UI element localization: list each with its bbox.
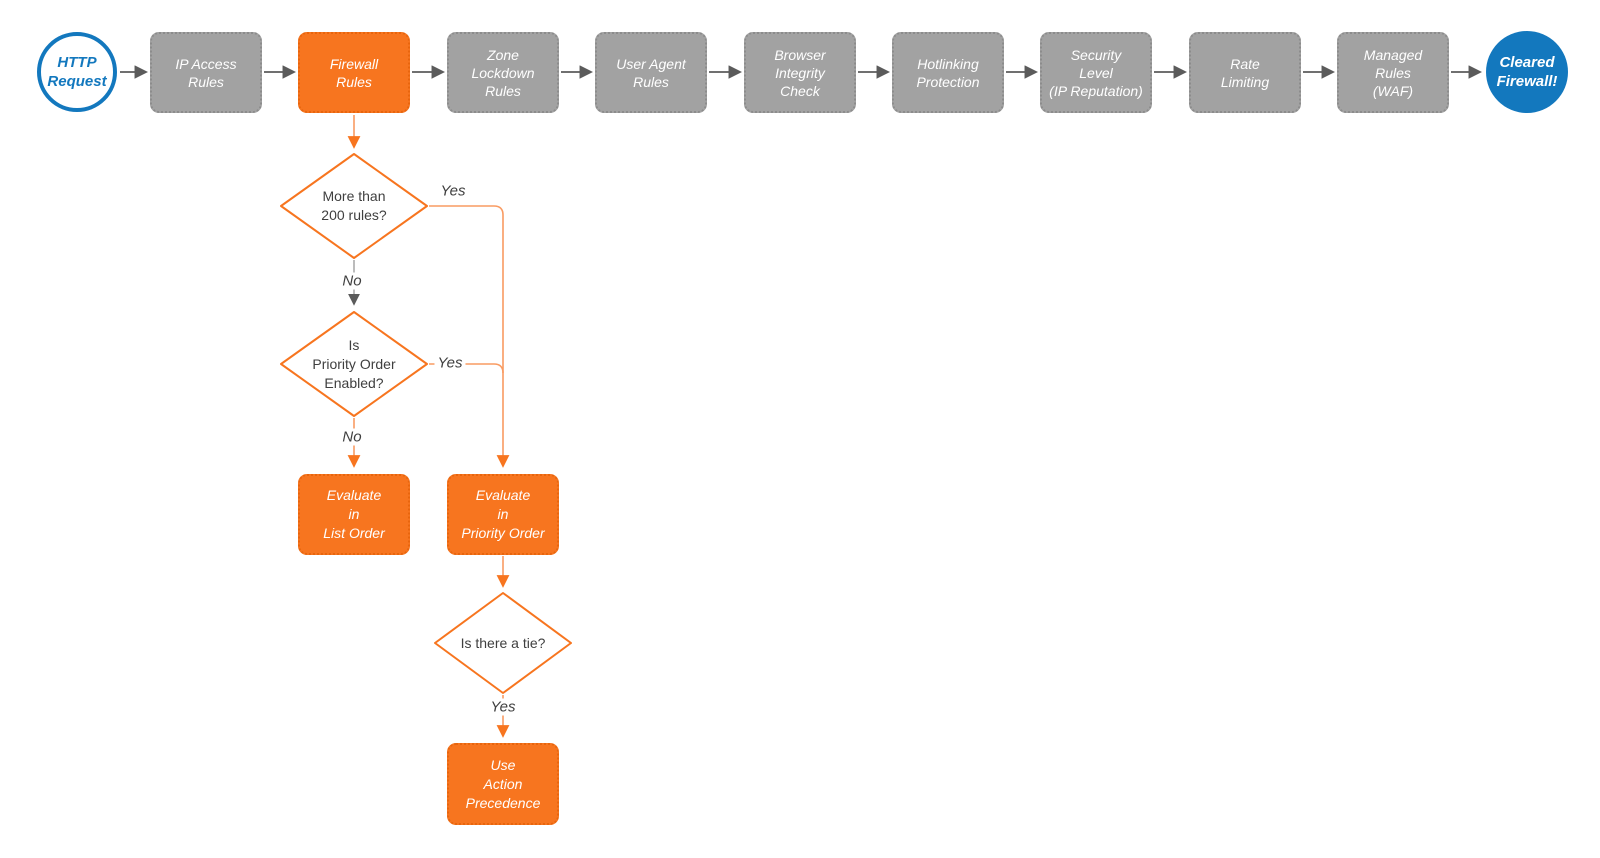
decision-text-priority-order-enabled: Is Priority Order Enabled?: [312, 336, 396, 391]
decision-diamond-priority-order-enabled: [280, 311, 428, 417]
stage-browser-integrity-check: Browser Integrity Check: [744, 32, 856, 113]
decision-text-is-there-a-tie: Is there a tie?: [460, 634, 546, 651]
connector-decision1-yes-to-priority: [429, 205, 510, 468]
decision-diamond-more-than-200-rules: [280, 153, 428, 259]
stage-zone-lockdown-rules: Zone Lockdown Rules: [447, 32, 559, 113]
stage-user-agent-rules: User Agent Rules: [595, 32, 707, 113]
stage-hotlinking-protection: Hotlinking Protection: [892, 32, 1004, 113]
decision-diamond-is-there-a-tie: [434, 592, 572, 694]
decision-text-more-than-200-rules: More than 200 rules?: [321, 188, 387, 223]
action-evaluate-in-list-order: Evaluate in List Order: [298, 474, 410, 555]
stage-rate-limiting: Rate Limiting: [1189, 32, 1301, 113]
action-use-action-precedence: Use Action Precedence: [447, 743, 559, 825]
edge-label-no-decision2: No: [339, 428, 365, 446]
action-evaluate-in-priority-order: Evaluate in Priority Order: [447, 474, 559, 555]
connector-decision2-yes-merge: [429, 363, 504, 374]
stage-security-level-ip-reputation: Security Level (IP Reputation): [1040, 32, 1152, 113]
start-node-http-request: HTTP Request: [37, 32, 117, 112]
edge-label-yes-decision2: Yes: [434, 354, 466, 372]
stage-ip-access-rules: IP Access Rules: [150, 32, 262, 113]
stage-firewall-rules: Firewall Rules: [298, 32, 410, 113]
edge-label-yes-decision3: Yes: [487, 698, 519, 716]
stage-managed-rules-waf: Managed Rules (WAF): [1337, 32, 1449, 113]
edge-label-yes-decision1: Yes: [440, 182, 466, 200]
edge-label-no-decision1: No: [339, 272, 365, 290]
end-node-cleared-firewall: Cleared Firewall!: [1486, 31, 1568, 113]
